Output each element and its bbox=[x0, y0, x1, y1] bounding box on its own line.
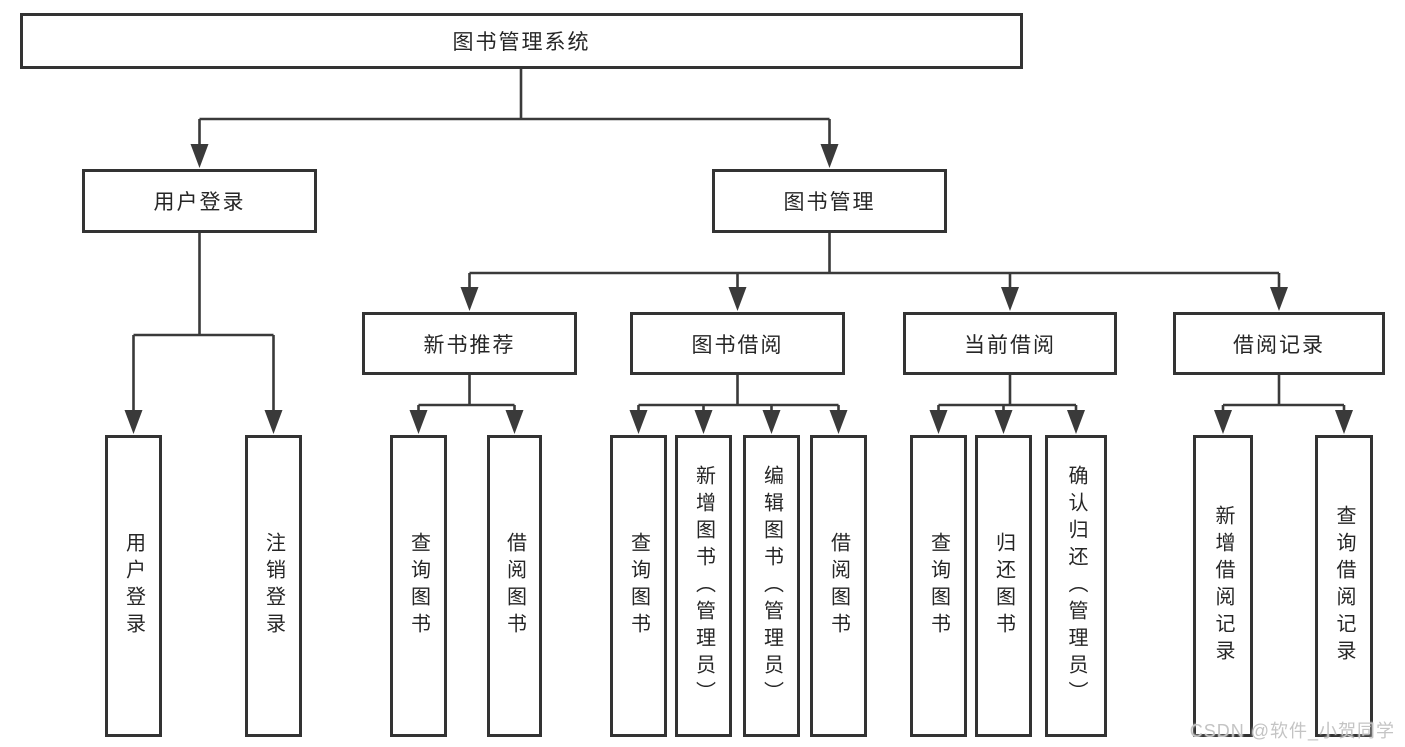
node-user-login-label: 用户登录 bbox=[153, 191, 246, 214]
leaf-query-books-borrowing: 查询图书 bbox=[610, 435, 667, 737]
node-borrowing-records: 借阅记录 bbox=[1173, 312, 1385, 375]
leaf-query-books-recommend: 查询图书 bbox=[390, 435, 447, 737]
leaf-borrow-books-borrowing: 借阅图书 bbox=[810, 435, 867, 737]
leaf-edit-books-admin-label: 编辑图书（管理员） bbox=[760, 464, 783, 708]
leaf-add-books-admin-label: 新增图书（管理员） bbox=[692, 464, 715, 708]
leaf-query-books-current-label: 查询图书 bbox=[927, 532, 950, 640]
node-new-book-recommend-label: 新书推荐 bbox=[423, 333, 516, 357]
node-book-borrowing-label: 图书借阅 bbox=[691, 333, 784, 357]
node-current-borrowing: 当前借阅 bbox=[903, 312, 1117, 375]
leaf-confirm-return-admin-label: 确认归还（管理员） bbox=[1065, 464, 1087, 708]
node-root: 图书管理系统 bbox=[20, 13, 1023, 69]
leaf-query-books-current: 查询图书 bbox=[910, 435, 967, 737]
node-book-management: 图书管理 bbox=[712, 169, 947, 233]
leaf-query-borrow-record: 查询借阅记录 bbox=[1315, 435, 1373, 737]
leaf-borrow-books-borrowing-label: 借阅图书 bbox=[827, 532, 850, 640]
node-book-borrowing: 图书借阅 bbox=[630, 312, 845, 375]
leaf-user-login-label: 用户登录 bbox=[122, 532, 145, 640]
leaf-confirm-return-admin: 确认归还（管理员） bbox=[1045, 435, 1107, 737]
leaf-return-books: 归还图书 bbox=[975, 435, 1032, 737]
node-current-borrowing-label: 当前借阅 bbox=[964, 333, 1056, 357]
leaf-borrow-books-recommend: 借阅图书 bbox=[487, 435, 542, 737]
leaf-query-books-borrowing-label: 查询图书 bbox=[627, 532, 650, 640]
node-user-login: 用户登录 bbox=[82, 169, 317, 233]
leaf-logout-label: 注销登录 bbox=[262, 532, 285, 640]
leaf-user-login: 用户登录 bbox=[105, 435, 162, 737]
node-book-management-label: 图书管理 bbox=[783, 191, 876, 214]
leaf-logout: 注销登录 bbox=[245, 435, 302, 737]
leaf-add-books-admin: 新增图书（管理员） bbox=[675, 435, 732, 737]
leaf-add-borrow-record-label: 新增借阅记录 bbox=[1212, 505, 1234, 667]
leaf-borrow-books-recommend-label: 借阅图书 bbox=[503, 532, 526, 640]
leaf-add-borrow-record: 新增借阅记录 bbox=[1193, 435, 1253, 737]
csdn-watermark: CSDN @软件_小贺同学 bbox=[1189, 721, 1395, 741]
node-borrowing-records-label: 借阅记录 bbox=[1233, 333, 1325, 357]
leaf-query-borrow-record-label: 查询借阅记录 bbox=[1333, 505, 1355, 667]
node-new-book-recommend: 新书推荐 bbox=[362, 312, 577, 375]
leaf-return-books-label: 归还图书 bbox=[992, 532, 1015, 640]
node-root-label: 图书管理系统 bbox=[452, 31, 591, 54]
leaf-query-books-recommend-label: 查询图书 bbox=[407, 532, 430, 640]
leaf-edit-books-admin: 编辑图书（管理员） bbox=[743, 435, 800, 737]
